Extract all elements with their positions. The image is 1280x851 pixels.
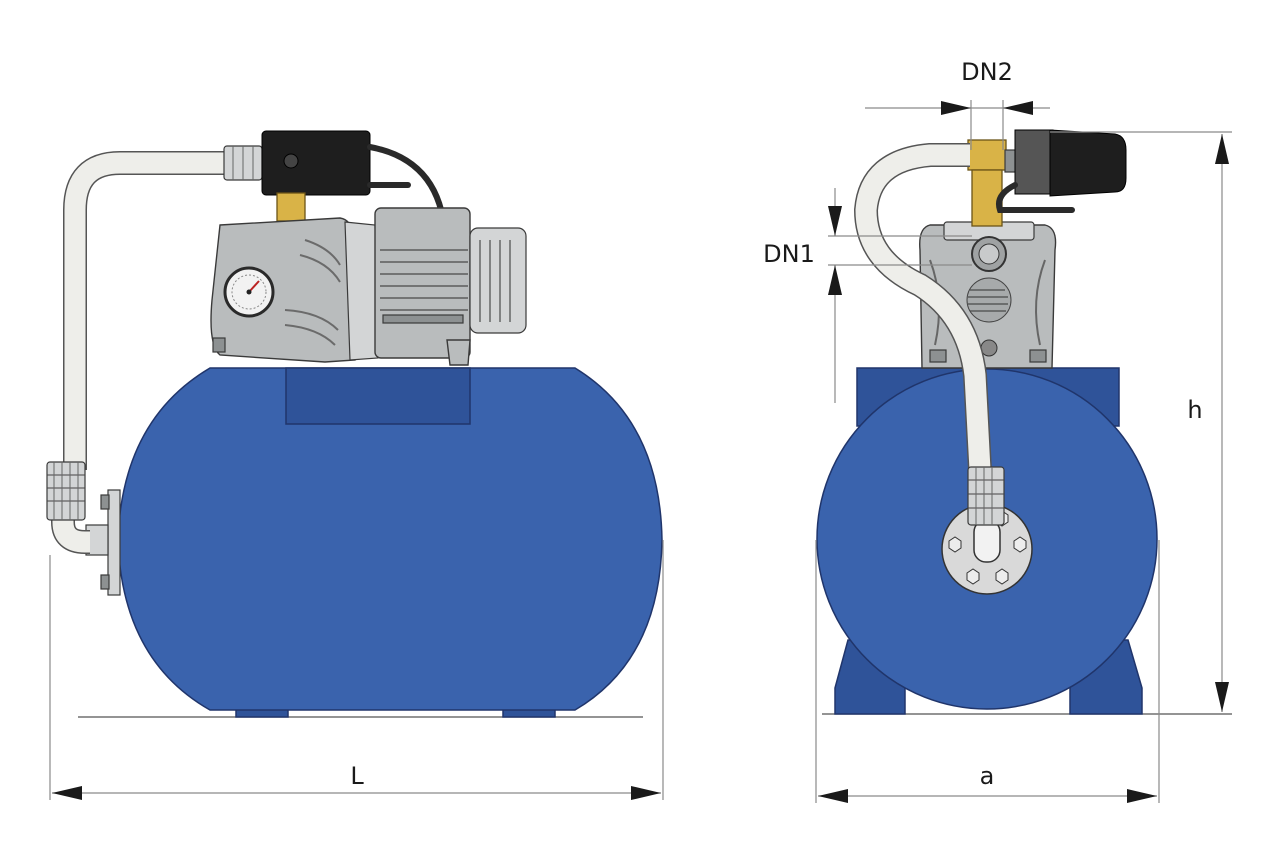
height-label: h bbox=[1187, 396, 1202, 424]
dimension-width: a bbox=[815, 540, 1160, 803]
front-brass-fitting bbox=[967, 139, 1007, 227]
pressure-gauge bbox=[223, 266, 275, 318]
dimension-dn1: DN1 bbox=[763, 188, 972, 403]
front-pressure-switch bbox=[996, 129, 1127, 213]
side-brass-fitting bbox=[276, 192, 306, 222]
side-view bbox=[46, 130, 663, 718]
inlet-label: DN1 bbox=[763, 240, 815, 268]
side-pump-saddle bbox=[285, 367, 471, 425]
front-hose bbox=[853, 143, 1005, 526]
dimension-length: L bbox=[49, 540, 664, 800]
side-motor bbox=[374, 207, 527, 366]
side-pump-housing bbox=[210, 217, 379, 363]
dimension-height: h bbox=[1050, 131, 1232, 712]
outlet-label: DN2 bbox=[961, 58, 1013, 86]
length-label: L bbox=[350, 762, 364, 790]
side-tank-body bbox=[117, 367, 663, 711]
front-view bbox=[816, 129, 1232, 715]
side-hose bbox=[46, 145, 263, 554]
side-tank-flange bbox=[85, 489, 121, 596]
width-label: a bbox=[980, 762, 995, 790]
dimension-dn2: DN2 bbox=[865, 58, 1050, 150]
